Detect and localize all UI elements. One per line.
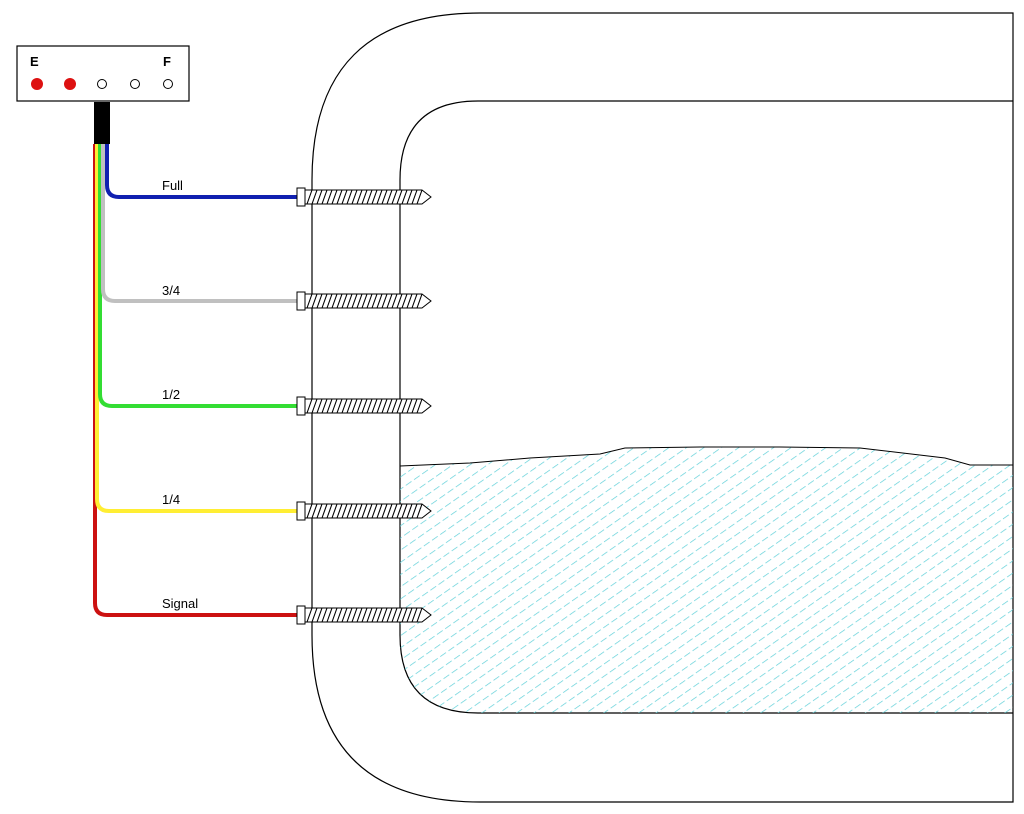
gauge-indicator-2 (64, 78, 76, 90)
gauge-empty-label: E (30, 54, 39, 69)
wire-labels: Full 3/4 1/2 1/4 Signal (162, 178, 198, 611)
probe-full (296, 187, 432, 207)
cable-connector (94, 102, 110, 144)
wire-three-quarter (101, 144, 299, 303)
gauge-full-label: F (163, 54, 171, 69)
gauge-indicator-5 (163, 79, 173, 89)
wire-half (98, 144, 299, 408)
gauge-indicators (31, 78, 173, 90)
wire-full (105, 144, 299, 199)
wire-label-quarter: 1/4 (162, 492, 180, 507)
probe-half (296, 396, 432, 416)
gauge-display (16, 45, 190, 102)
wire-quarter (95, 144, 299, 513)
gauge-indicator-1 (31, 78, 43, 90)
tank-outer-wall (311, 12, 1014, 803)
probe-signal (296, 605, 432, 625)
liquid-surface (399, 446, 1013, 467)
wire-label-signal: Signal (162, 596, 198, 611)
probes (296, 187, 432, 625)
liquid-body (400, 447, 1013, 713)
wire-label-half: 1/2 (162, 387, 180, 402)
wires (93, 144, 299, 617)
gauge-indicator-3 (97, 79, 107, 89)
probe-quarter (296, 501, 432, 521)
gauge-indicator-4 (130, 79, 140, 89)
wire-signal (93, 144, 299, 617)
wire-label-full: Full (162, 178, 183, 193)
wire-label-three-quarter: 3/4 (162, 283, 180, 298)
probe-three-quarter (296, 291, 432, 311)
